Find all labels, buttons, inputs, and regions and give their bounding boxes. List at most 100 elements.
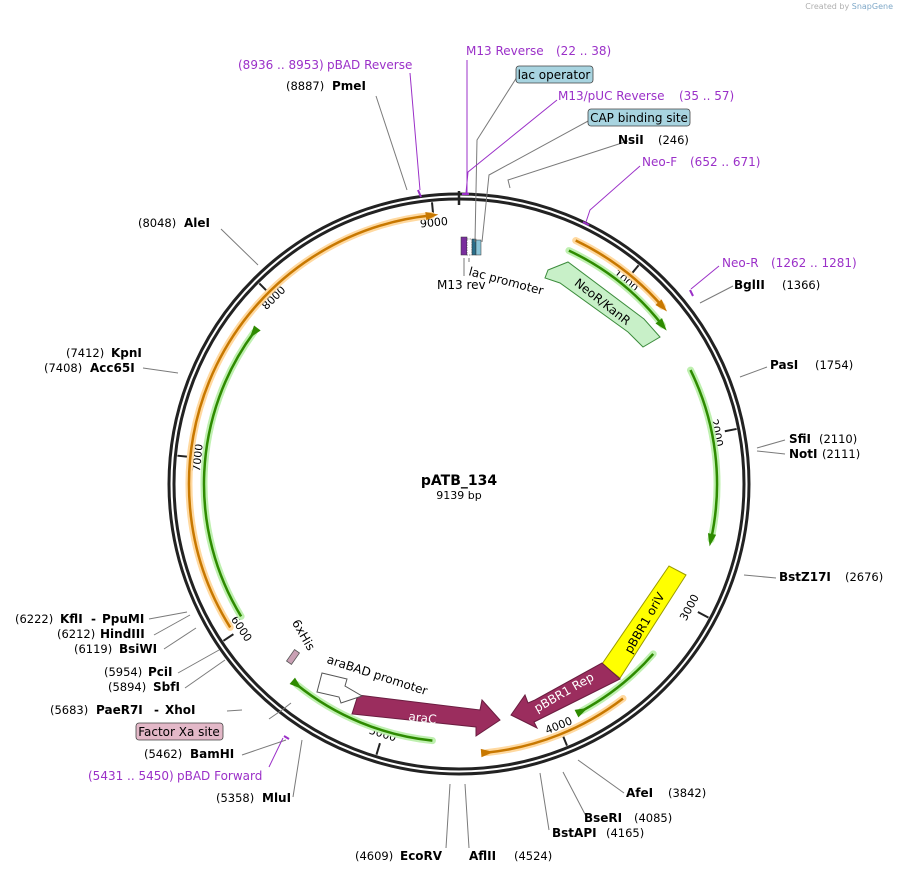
site-bamhi[interactable]: BamHI (190, 747, 234, 761)
plasmid-size: 9139 bp (436, 489, 481, 502)
site-acc65i[interactable]: Acc65I (90, 361, 135, 375)
orf-arc-arac[interactable] (295, 683, 433, 742)
primer-pbad-forward[interactable]: pBAD Forward (177, 769, 262, 783)
site-ppumi[interactable]: PpuMI (102, 612, 144, 626)
orf-arc-neo-outer-arrowhead (655, 299, 668, 312)
site-afei[interactable]: AfeI (626, 786, 653, 800)
orf-arc-rep-outer-arrowhead (480, 748, 494, 758)
primer-pbad-forward-range: (5431 .. 5450) (88, 769, 174, 783)
site-bglii[interactable]: BglII (734, 278, 765, 292)
cap-site-mark (475, 239, 482, 256)
cap-binding-site-box[interactable] (587, 108, 691, 127)
site-bstapi[interactable]: BstAPI (552, 826, 597, 840)
site-mlui-coord: (5358) (216, 791, 254, 805)
site-bseri-coord: (4085) (634, 811, 672, 825)
credit-prefix: Created by (805, 2, 850, 11)
site-pmei-coord: (8887) (286, 79, 324, 93)
site-paer7i[interactable]: PaeR7I (96, 703, 143, 717)
primer-m13puc-reverse[interactable]: M13/pUC Reverse (558, 89, 665, 103)
site-paer7i-sep: - (154, 703, 159, 717)
site-pasi[interactable]: PasI (770, 358, 798, 372)
site-sbfi[interactable]: SbfI (153, 680, 180, 694)
site-bstz17i-coord: (2676) (845, 570, 883, 584)
arac-feature[interactable] (351, 694, 501, 737)
neo-r-mark (689, 289, 694, 297)
lac-promoter-feature[interactable] (466, 238, 473, 256)
site-bstapi-coord: (4165) (606, 826, 644, 840)
m13rev-feature[interactable] (460, 236, 468, 256)
pbad-reverse-mark (417, 189, 422, 198)
site-bsiwi[interactable]: BsiWI (119, 642, 157, 656)
snapgene-credit: Created by SnapGene (805, 2, 893, 11)
orf-arc-right[interactable] (689, 369, 719, 540)
cap-binding-site-label: CAP binding site (590, 111, 688, 125)
site-bseri[interactable]: BseRI (584, 811, 622, 825)
site-kpni[interactable]: KpnI (111, 346, 142, 360)
tick-label: 3000 (677, 592, 702, 623)
site-kfli-sep: - (91, 612, 96, 626)
tick-mark (222, 633, 234, 642)
site-alei[interactable]: AleI (184, 216, 210, 230)
site-mlui[interactable]: MluI (262, 791, 291, 805)
orf-arc-right-halo (687, 366, 721, 543)
site-aflii[interactable]: AflII (469, 849, 496, 863)
site-bstz17i[interactable]: BstZ17I (779, 570, 831, 584)
tick-mark (697, 611, 709, 619)
site-paer7i-coord: (5683) (50, 703, 88, 717)
site-afei-coord: (3842) (668, 786, 706, 800)
orf-arc-rep-outer[interactable] (486, 697, 624, 754)
his-tag-label: 6xHis (289, 617, 318, 653)
site-kpni-coord: (7412) (66, 346, 104, 360)
orf-arc-neo[interactable] (568, 249, 664, 326)
arabad-feature[interactable] (316, 672, 364, 704)
orf-arc-inner-left[interactable] (202, 331, 255, 618)
neo-feature[interactable] (544, 261, 661, 348)
primer-pbad-reverse-range: (8936 .. 8953) (238, 58, 324, 72)
rep-feature[interactable] (510, 662, 621, 730)
site-aflii-coord: (4524) (514, 849, 552, 863)
orf-arc-rep-arrowhead (574, 707, 588, 718)
site-ecorv-coord: (4609) (355, 849, 393, 863)
primer-m13-reverse[interactable]: M13 Reverse (466, 44, 544, 58)
site-bamhi-coord: (5462) (144, 747, 182, 761)
site-ecorv[interactable]: EcoRV (400, 849, 443, 863)
orf-arc-neo-arrowhead (655, 318, 667, 331)
tick-mark (724, 427, 737, 433)
site-bglii-coord: (1366) (782, 278, 820, 292)
primer-neo-f[interactable]: Neo-F (642, 155, 677, 169)
site-xhoi[interactable]: XhoI (165, 703, 196, 717)
orf-arc-rep[interactable] (580, 653, 655, 713)
site-labels: (8887) PmeI NsiI (246) BglII (1366) PasI… (15, 79, 883, 863)
primer-neo-f-range: (652 .. 671) (690, 155, 760, 169)
site-pcii[interactable]: PciI (148, 665, 173, 679)
primer-neo-r-range: (1262 .. 1281) (771, 256, 857, 270)
orf-arc-neo-outer[interactable] (575, 239, 664, 308)
site-acc65i-coord: (7408) (44, 361, 82, 375)
primer-neo-r[interactable]: Neo-R (722, 256, 759, 270)
factor-xa-label: Factor Xa site (138, 725, 220, 739)
site-pmei[interactable]: PmeI (332, 79, 366, 93)
site-nsii-coord: (246) (658, 133, 689, 147)
orf-arc-arac-arrowhead (289, 677, 302, 689)
site-nsii[interactable]: NsiI (618, 133, 644, 147)
his-tag-feature[interactable] (285, 648, 301, 666)
site-kfli[interactable]: KflI (60, 612, 83, 626)
site-sfii[interactable]: SfiI (789, 432, 811, 446)
site-bsiwi-coord: (6119) (74, 642, 112, 656)
site-hindiii-coord: (6212) (57, 627, 95, 641)
site-hindiii[interactable]: HindIII (100, 627, 145, 641)
site-kfli-coord: (6222) (15, 612, 53, 626)
primer-m13puc-reverse-range: (35 .. 57) (679, 89, 734, 103)
tick-mark (375, 742, 381, 755)
site-noti[interactable]: NotI (789, 447, 818, 461)
m13rev-label: M13 rev (437, 278, 486, 292)
ori-feature-label: pBBR1 oriV (622, 590, 668, 656)
site-pasi-coord: (1754) (815, 358, 853, 372)
site-sfii-coord: (2110) (819, 432, 857, 446)
factor-xa-box[interactable] (135, 722, 224, 741)
lac-operator-box[interactable] (515, 65, 594, 84)
orf-arc-outer-left[interactable] (187, 214, 432, 629)
boxed-labels: lac operator CAP binding site Factor Xa … (135, 65, 691, 741)
primer-pbad-reverse[interactable]: pBAD Reverse (327, 58, 412, 72)
